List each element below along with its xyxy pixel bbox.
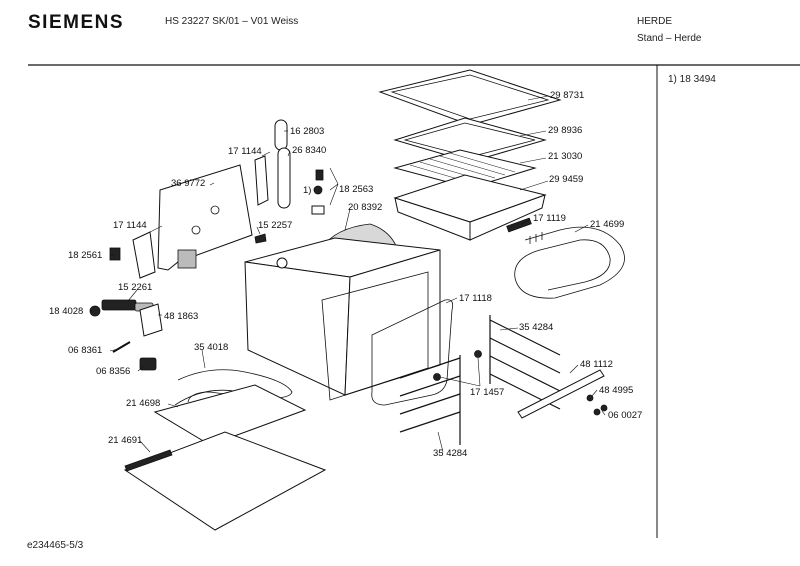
part-label: 35 4284 [433, 448, 468, 459]
selector-481863 [139, 303, 163, 337]
part-label: 1) [303, 185, 312, 196]
side-note: 1) 18 3494 [668, 74, 716, 85]
part-label: 17 1457 [470, 387, 505, 398]
top-heating-element-214699 [506, 217, 625, 299]
part-label: 29 9459 [549, 174, 584, 185]
part-label: 16 2803 [290, 126, 325, 137]
part-label: 26 8340 [292, 145, 327, 156]
hinge-bracket-171144 [132, 231, 156, 279]
part-label: 18 4028 [49, 306, 84, 317]
part-label: 06 0027 [608, 410, 643, 421]
part-label: 17 1144 [228, 146, 262, 157]
part-label: 17 1118 [459, 293, 492, 304]
clip-171457 [433, 350, 482, 381]
clip-152257 [254, 233, 267, 244]
brand-logo: SIEMENS [28, 12, 125, 33]
part-label: 06 8356 [96, 366, 131, 377]
hinge-182561 [109, 247, 121, 261]
category-label: HERDE [637, 16, 673, 27]
part-label: 18 2561 [68, 250, 103, 261]
part-label: 21 3030 [548, 151, 583, 162]
baking-tray-298731 [378, 69, 562, 126]
baking-tray-298936 [393, 117, 547, 163]
part-label: 48 1863 [164, 311, 199, 322]
rear-panel-369772 [157, 164, 253, 271]
subcategory-label: Stand – Herde [637, 33, 702, 44]
leader-lines [90, 95, 606, 453]
shelf-support-354284-right [489, 315, 561, 410]
part-label: 17 1144 [113, 220, 147, 231]
deep-tray-299459 [393, 174, 547, 241]
part-label: 21 4698 [126, 398, 161, 409]
part-label: 21 4691 [108, 435, 143, 446]
screw-068361 [112, 341, 131, 353]
oven-cavity [244, 237, 441, 401]
rail-481112 [517, 369, 605, 419]
part-label: 06 8361 [68, 345, 103, 356]
part-label: 15 2261 [118, 282, 153, 293]
door-seal-171118 [371, 299, 454, 406]
part-label: 48 1112 [580, 359, 613, 370]
screw-484995 [586, 394, 594, 402]
part-label: 17 1119 [533, 213, 566, 224]
footer-code: e234465-5/3 [27, 540, 84, 551]
part-label: 18 2563 [339, 184, 374, 195]
part-label: 35 4018 [194, 342, 229, 353]
part-label: 48 4995 [599, 385, 634, 396]
base-plate-214691 [123, 431, 327, 531]
bottom-heating-element-214698 [153, 384, 307, 446]
part-label: 15 2257 [258, 220, 293, 231]
vapour-pipe-268340 [277, 147, 291, 209]
vapour-pipe-162803 [274, 119, 288, 151]
part-label: 36 9772 [171, 178, 206, 189]
part-label: 29 8936 [548, 125, 583, 136]
part-label: 29 8731 [550, 90, 585, 101]
lamp-182563 [311, 169, 325, 215]
part-label: 21 4699 [590, 219, 625, 230]
part-label: 20 8392 [348, 202, 383, 213]
shelf-support-354284-left [399, 355, 461, 445]
model-title: HS 23227 SK/01 – V01 Weiss [165, 16, 299, 27]
connector-068356 [139, 357, 157, 371]
part-label: 35 4284 [519, 322, 554, 333]
bracket-171144-top [254, 155, 269, 206]
screw-060027 [593, 404, 608, 416]
